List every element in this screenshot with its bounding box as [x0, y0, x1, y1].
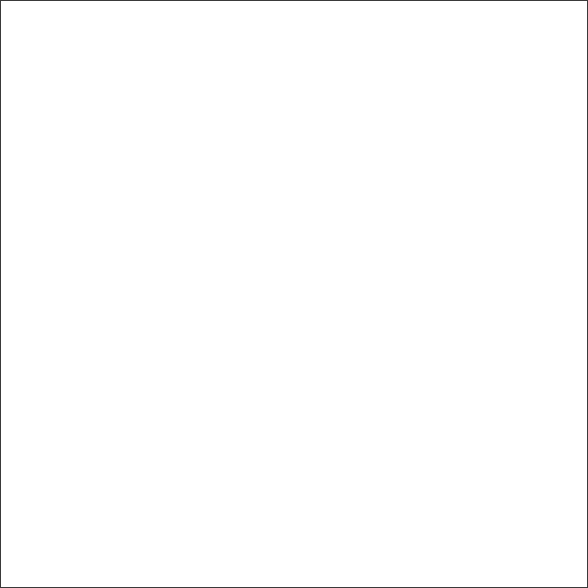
blank-window-frame [0, 0, 588, 588]
blank-content-area [2, 2, 586, 586]
